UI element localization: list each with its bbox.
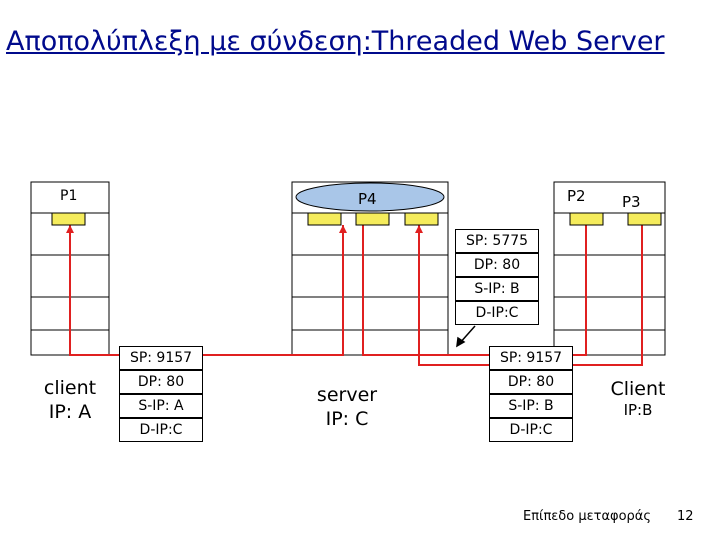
p1-label: P1 [60,188,78,204]
right-segment-dip: D-IP:C [489,418,573,442]
slide-title: Αποπολύπλεξη με σύνδεση:Threaded Web Ser… [6,26,665,57]
segment-pointer-arrow [456,325,476,348]
client-b-host-label: Client IP:B [598,377,678,419]
client-name: client [43,377,97,399]
socket-p4-c [404,212,439,226]
socket-p4-a [307,212,342,226]
p2-label: P2 [567,187,586,205]
p4-process-ellipse [295,182,445,212]
left-segment-sip: S-IP: A [119,394,203,418]
server-ip: IP: C [325,408,369,430]
arrowheads [66,225,423,233]
client-b-p2-line [362,225,587,356]
client-b-ip: IP:B [623,401,653,419]
client-host-label: client IP: A [40,376,100,424]
upper-segment-sip: S-IP: B [455,277,539,301]
footer-section-title: Επίπεδο μεταφοράς [523,509,652,524]
server-host-label: server IP: C [309,383,385,431]
left-segment-dip: D-IP:C [119,418,203,442]
socket-p1 [51,212,86,226]
upper-segment-dp: DP: 80 [455,253,539,277]
server-name: server [316,384,378,406]
socket-p2 [569,212,604,226]
left-segment-sp: SP: 9157 [119,346,203,370]
upper-segment-dip: D-IP:C [455,301,539,325]
socket-p4-b [355,212,390,226]
socket-p3 [627,212,662,226]
page-number: 12 [677,509,694,524]
sockets [51,212,662,226]
client-to-server-line [69,225,344,356]
left-segment-dp: DP: 80 [119,370,203,394]
client-ip: IP: A [48,401,92,423]
right-segment-sip: S-IP: B [489,394,573,418]
p4-label: P4 [358,190,377,208]
right-segment-sp: SP: 9157 [489,346,573,370]
upper-segment-sp: SP: 5775 [455,229,539,253]
client-b-host-stack [553,181,666,356]
p3-label: P3 [622,193,641,211]
connection-lines [69,225,643,366]
client-b-name: Client [610,378,666,400]
right-segment-dp: DP: 80 [489,370,573,394]
